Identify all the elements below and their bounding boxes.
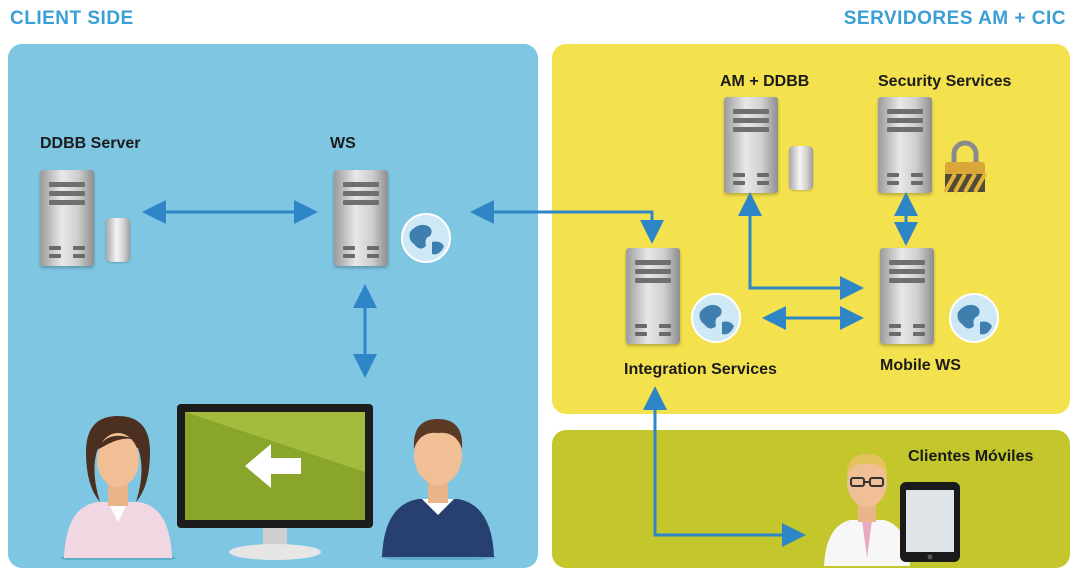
ddbb-server-icon — [40, 170, 94, 266]
servers-header: SERVIDORES AM + CIC — [843, 8, 1066, 29]
mobile-ws-globe-icon — [949, 293, 999, 343]
ddbb-server-label: DDBB Server — [40, 135, 141, 152]
security-server-icon — [878, 97, 932, 193]
arrow-am-mobilews — [738, 192, 864, 300]
client-side-header: CLIENT SIDE — [10, 8, 134, 29]
mobile-clients-panel — [552, 430, 1070, 568]
arrow-integration-mobileclients — [643, 386, 806, 547]
tablet-icon — [900, 482, 960, 562]
am-database-icon — [789, 146, 813, 190]
mobile-ws-server-icon — [880, 248, 934, 344]
am-ddbb-label: AM + DDBB — [720, 73, 810, 90]
ws-label: WS — [330, 135, 356, 152]
ws-globe-icon — [401, 213, 451, 263]
arrow-ws-integration — [470, 200, 664, 244]
user-male-icon — [380, 419, 496, 560]
mobile-ws-label: Mobile WS — [880, 357, 961, 374]
ws-server-icon — [334, 170, 388, 266]
mobile-user-icon — [824, 454, 910, 566]
clientes-moviles-label: Clientes Móviles — [908, 448, 1034, 465]
integration-services-label: Integration Services — [624, 361, 777, 378]
am-server-icon — [724, 97, 778, 193]
monitor-icon — [177, 404, 373, 560]
integration-server-icon — [626, 248, 680, 344]
user-female-icon — [60, 416, 176, 560]
integration-globe-icon — [691, 293, 741, 343]
database-icon — [106, 218, 130, 262]
lock-icon — [943, 140, 987, 193]
security-services-label: Security Services — [878, 73, 1012, 90]
